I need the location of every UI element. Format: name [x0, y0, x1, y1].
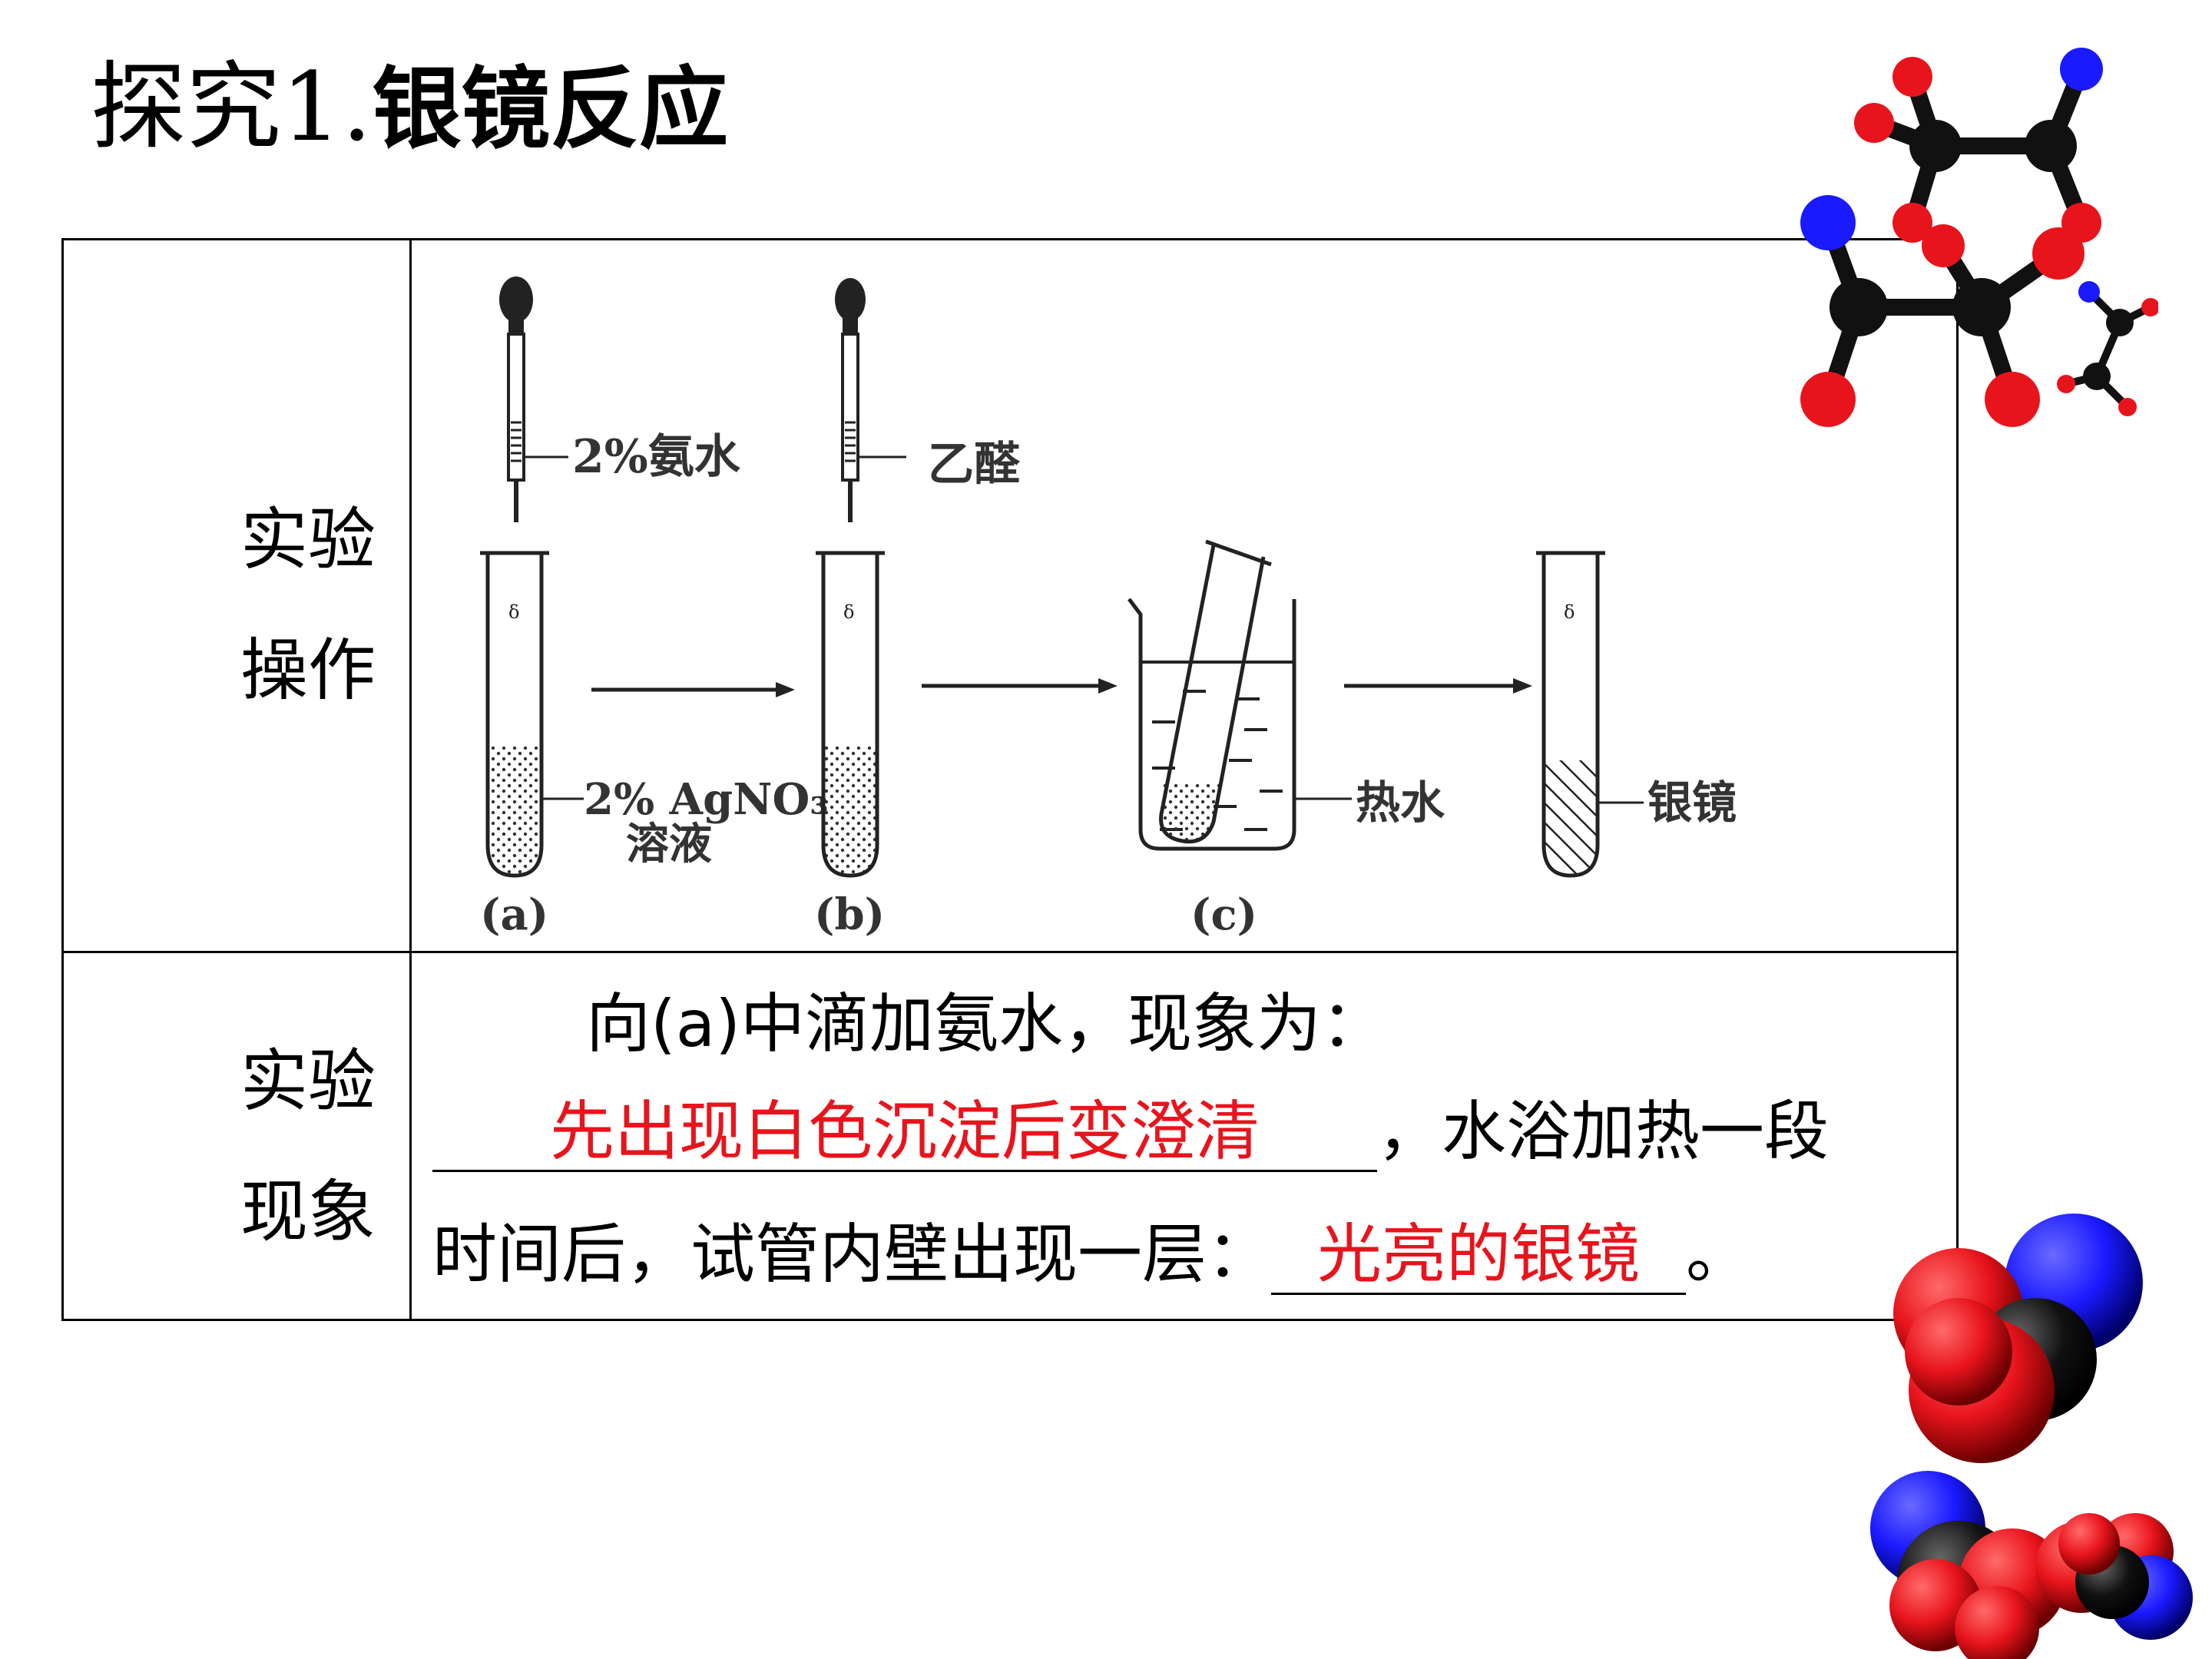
answer-1: 先出现白色沉淀后变澄清 [549, 1094, 1260, 1169]
caption-a: (a) [480, 889, 548, 940]
phenomenon-line2-suffix: ，水浴加热一段 [1377, 1094, 1830, 1169]
answer-blank-1: 先出现白色沉淀后变澄清 [432, 1093, 1377, 1172]
row1-label-line2: 操作 [240, 631, 376, 710]
arrow-2 [922, 678, 1118, 694]
label-solution: 溶液 [626, 819, 712, 869]
svg-text:δ: δ [508, 601, 519, 623]
dropper-b [835, 278, 906, 522]
label-acetaldehyde: 乙醛 [928, 438, 1020, 492]
table-column-divider [409, 240, 412, 1319]
row2-label-line2: 现象 [240, 1172, 376, 1251]
arrow-3 [1344, 678, 1532, 694]
phenomenon-line3-prefix: 时间后，试管内壁出现一层： [432, 1217, 1272, 1292]
phenomenon-line2: 先出现白色沉淀后变澄清 ，水浴加热一段 [432, 1093, 1829, 1172]
phenomenon-line3-suffix: 。 [1686, 1217, 1751, 1292]
title-bold: 银镜反应 [372, 58, 729, 161]
row1-label: 实验 操作 [240, 475, 376, 736]
beaker [1128, 539, 1352, 851]
molecule-space-filling-icon [1870, 1214, 2193, 1659]
test-tube-b: δ [816, 551, 885, 878]
test-tube-mirror: δ [1536, 551, 1644, 878]
answer-2: 光亮的银镜 [1317, 1217, 1641, 1292]
label-silver-nitrate: 2% AgNO₃ [584, 774, 829, 825]
experiment-table: 实验 操作 实验 现象 向(a)中滴加氨水，现象为： 先出现白色沉淀后变澄清 ，水… [61, 238, 1959, 1321]
phenomenon-line1: 向(a)中滴加氨水，现象为： [586, 986, 1386, 1061]
label-silver-mirror: 银镜 [1647, 777, 1737, 829]
table-row-divider [64, 951, 1956, 953]
test-tube-a: δ [480, 551, 584, 878]
label-ammonia: 2%氨水 [572, 430, 741, 484]
svg-text:δ: δ [1564, 601, 1575, 623]
molecule-ball-stick-icon [1800, 48, 2158, 427]
phenomenon-line3: 时间后，试管内壁出现一层： 光亮的银镜。 [432, 1216, 1750, 1295]
row1-label-line1: 实验 [240, 500, 376, 579]
caption-b: (b) [814, 889, 885, 940]
apparatus-diagram: 2%氨水 乙醛 δ 2% AgNO₃ 溶液 (a) δ (b) [480, 276, 1737, 940]
row2-label-line1: 实验 [240, 1041, 376, 1121]
dropper-a [499, 276, 568, 522]
label-hot-water: 热水 [1356, 777, 1445, 829]
svg-text:δ: δ [843, 601, 854, 623]
caption-c: (c) [1190, 889, 1257, 940]
slide-title: 探究1.银镜反应 [91, 46, 728, 171]
arrow-1 [591, 682, 795, 697]
row2-label: 实验 现象 [240, 1016, 376, 1277]
title-lead: 探究1. [91, 52, 373, 163]
answer-blank-2: 光亮的银镜 [1271, 1216, 1687, 1295]
